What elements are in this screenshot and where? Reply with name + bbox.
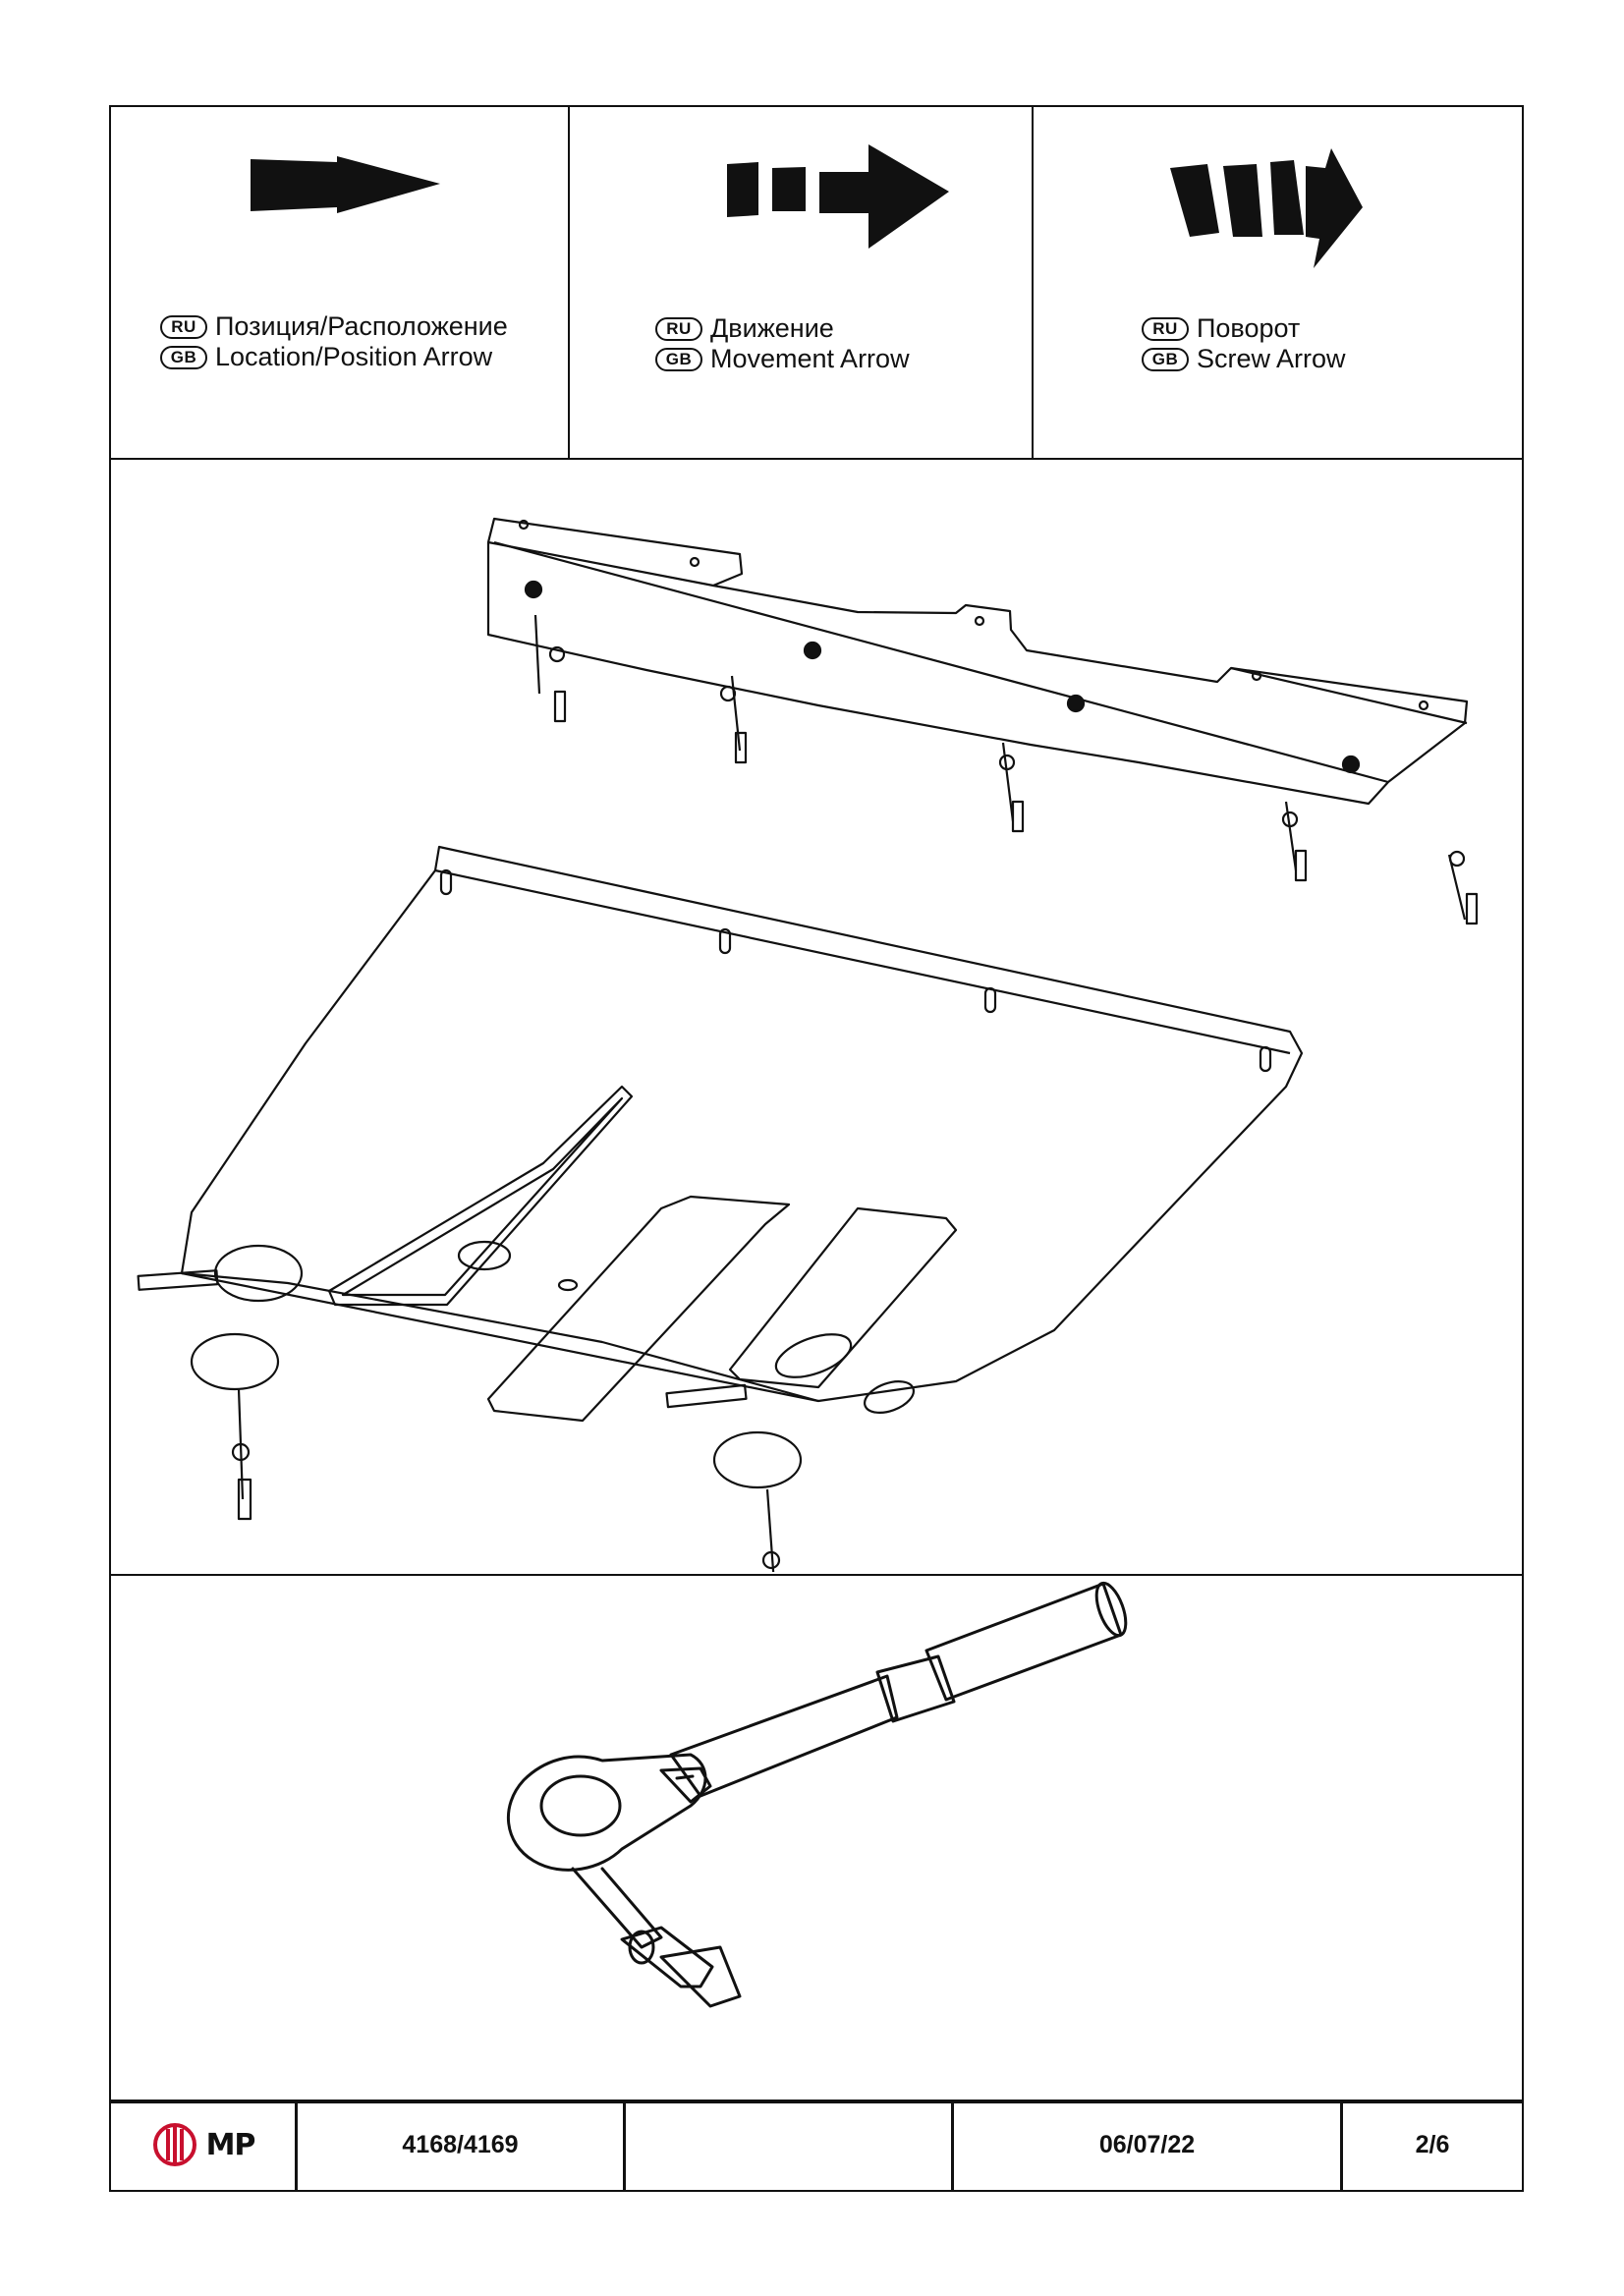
part-number: 4168/4169 xyxy=(298,2100,626,2190)
page-frame: RU Позиция/Расположение GB Location/Positi… xyxy=(109,105,1524,2192)
legend-text-movement: RU Движение GB Movement Arrow xyxy=(655,313,910,374)
ru-badge: RU xyxy=(160,314,207,339)
legend-cell-screw: RU Поворот GB Screw Arrow xyxy=(1034,107,1522,458)
bottom-bolts xyxy=(231,1388,781,1572)
tool-area xyxy=(111,1574,1522,2103)
ratchet-wrench-icon xyxy=(506,1581,1128,2008)
gb-badge: GB xyxy=(655,347,702,371)
legend-ru-label: Движение xyxy=(710,313,834,343)
brand-name: MP xyxy=(205,2127,256,2162)
ru-badge: RU xyxy=(1142,316,1189,341)
location-arrow-icon xyxy=(251,156,440,213)
ru-badge: RU xyxy=(655,316,702,341)
assembly-diagram xyxy=(111,458,1522,1576)
legend-gb-label: Location/Position Arrow xyxy=(215,342,493,371)
legend-cell-location: RU Позиция/Расположение GB Location/Positi… xyxy=(111,107,570,458)
page-number: 2/6 xyxy=(1415,2130,1450,2158)
legend-ru-label: Поворот xyxy=(1197,313,1301,343)
title-block: MP 4168/4169 06/07/22 2/6 xyxy=(111,2100,1522,2190)
screw-arrow-icon xyxy=(1170,148,1363,268)
bracket-bolts xyxy=(533,614,1479,925)
skid-plate-drawing xyxy=(137,517,1479,1572)
gb-badge: GB xyxy=(1142,347,1189,371)
gb-badge: GB xyxy=(160,345,207,369)
document-date: 06/07/22 xyxy=(954,2100,1343,2190)
legend-cell-movement: RU Движение GB Movement Arrow xyxy=(570,107,1034,458)
legend-text-location: RU Позиция/Расположение GB Location/Positi… xyxy=(160,311,508,372)
legend-text-screw: RU Поворот GB Screw Arrow xyxy=(1142,313,1346,374)
mounting-bracket xyxy=(486,517,1469,806)
legend-ru-label: Позиция/Расположение xyxy=(215,311,508,341)
mp-logo-icon xyxy=(152,2123,196,2166)
skid-plate xyxy=(137,845,1304,1489)
blank-cell xyxy=(626,2100,954,2190)
arrow-legend: RU Позиция/Расположение GB Location/Positi… xyxy=(111,107,1522,460)
brand-cell: MP xyxy=(111,2100,298,2190)
legend-gb-label: Screw Arrow xyxy=(1197,344,1346,373)
movement-arrow-icon xyxy=(727,144,949,249)
legend-gb-label: Movement Arrow xyxy=(710,344,910,373)
